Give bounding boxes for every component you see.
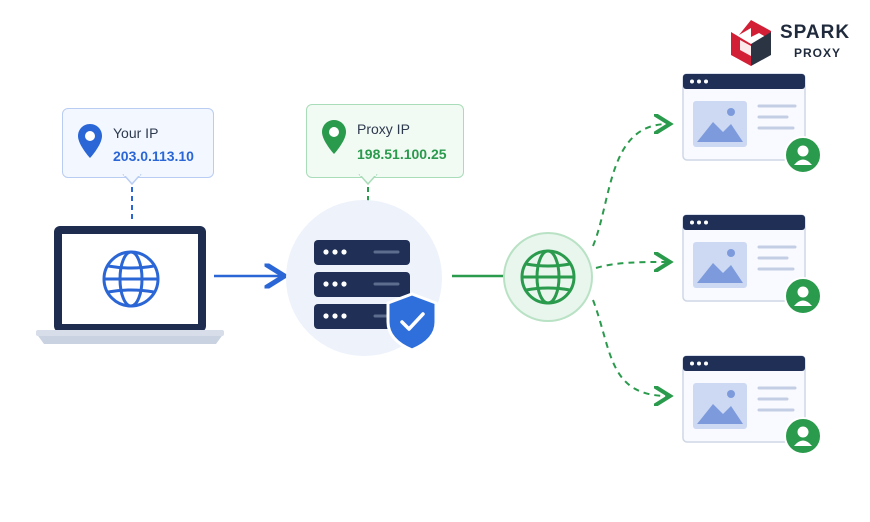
- route-to-site-3: [592, 299, 668, 396]
- brand-subtitle: PROXY: [794, 46, 842, 60]
- image-icon: [693, 383, 747, 429]
- brand-logo: SPARK PROXY: [724, 18, 864, 70]
- website-window-3: [682, 355, 806, 443]
- shield-check-icon: [386, 292, 438, 352]
- your-ip-value: 203.0.113.10: [113, 148, 194, 164]
- globe-icon: [102, 250, 160, 308]
- brand-name: SPARK: [780, 22, 851, 43]
- globe-icon: [520, 249, 576, 305]
- route-to-site-1: [592, 124, 668, 247]
- image-icon: [693, 101, 747, 147]
- user-icon: [784, 417, 822, 455]
- location-pin-icon: [78, 124, 102, 158]
- internet-globe: [503, 232, 593, 322]
- route-to-site-2: [595, 262, 668, 268]
- your-ip-label: Your IP: [113, 125, 159, 141]
- user-icon: [784, 277, 822, 315]
- spark-logo-icon: [731, 20, 771, 66]
- proxy-ip-value: 198.51.100.25: [357, 146, 447, 162]
- laptop-icon: [36, 226, 224, 344]
- proxy-ip-label: Proxy IP: [357, 121, 410, 137]
- proxy-ip-card: Proxy IP 198.51.100.25: [306, 104, 464, 178]
- website-window-2: [682, 214, 806, 302]
- your-ip-card: Your IP 203.0.113.10: [62, 108, 214, 178]
- server-icon: [286, 200, 442, 356]
- user-icon: [784, 136, 822, 174]
- image-icon: [693, 242, 747, 288]
- website-window-1: [682, 73, 806, 161]
- location-pin-icon: [322, 120, 346, 154]
